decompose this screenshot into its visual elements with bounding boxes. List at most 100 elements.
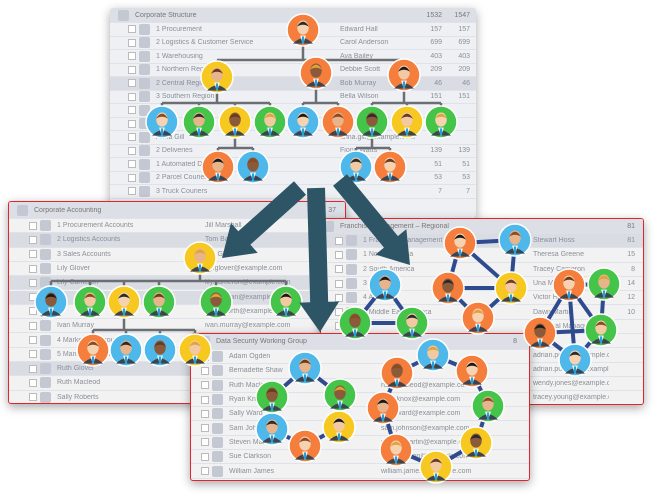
count: 139: [430, 147, 442, 155]
row-checkbox[interactable]: [29, 378, 37, 387]
row-checkbox[interactable]: [29, 321, 37, 330]
row-checkbox[interactable]: [128, 146, 136, 155]
row-checkbox[interactable]: [29, 350, 37, 359]
row-checkbox[interactable]: [128, 92, 136, 101]
table-row[interactable]: isaac.north@example.com: [9, 305, 345, 320]
row-checkbox[interactable]: [128, 106, 136, 115]
row-detail: ryan.knox@example.com: [381, 396, 461, 404]
row-checkbox[interactable]: [128, 52, 136, 61]
row-checkbox[interactable]: [335, 250, 343, 259]
row-checkbox[interactable]: [335, 322, 343, 331]
row-checkbox[interactable]: [201, 395, 209, 404]
row-checkbox[interactable]: [201, 424, 209, 433]
person-icon: [212, 379, 223, 391]
person-icon: [212, 394, 223, 406]
row-checkbox[interactable]: [128, 25, 136, 34]
person-icon: [40, 391, 51, 403]
row-checkbox[interactable]: [128, 133, 136, 142]
table-row[interactable]: lily.morgan@example.com: [9, 290, 345, 305]
row-checkbox[interactable]: [29, 393, 37, 402]
row-checkbox[interactable]: [128, 187, 136, 196]
row-checkbox[interactable]: [29, 221, 37, 230]
table-row[interactable]: Bernadette Shaw: [191, 364, 529, 379]
table-row[interactable]: Regional Manager: [321, 320, 643, 335]
row-checkbox[interactable]: [29, 293, 37, 302]
row-label: 3 Southern Region: [156, 93, 215, 101]
count: 81: [627, 223, 635, 230]
row-checkbox[interactable]: [29, 336, 37, 345]
row-checkbox[interactable]: [29, 278, 37, 287]
count: 1547: [454, 11, 470, 19]
table-row[interactable]: [110, 104, 476, 118]
row-checkbox[interactable]: [201, 381, 209, 390]
row-checkbox[interactable]: [335, 265, 343, 274]
row-checkbox[interactable]: [201, 352, 209, 361]
row-checkbox[interactable]: [128, 65, 136, 74]
row-checkbox[interactable]: [29, 307, 37, 316]
row-checkbox[interactable]: [201, 467, 209, 476]
table-row[interactable]: Adam Ogden: [191, 350, 529, 365]
row-checkbox[interactable]: [335, 308, 343, 317]
row-checkbox[interactable]: [29, 235, 37, 244]
row-checkbox[interactable]: [128, 38, 136, 47]
row-checkbox[interactable]: [29, 364, 37, 373]
row-detail: Theresa Greene: [533, 251, 584, 259]
row-checkbox[interactable]: [201, 438, 209, 447]
row-checkbox[interactable]: [335, 293, 343, 302]
row-checkbox[interactable]: [201, 366, 209, 375]
row-checkbox[interactable]: [128, 119, 136, 128]
row-checkbox[interactable]: [201, 452, 209, 461]
row-checkbox[interactable]: [201, 409, 209, 418]
row-checkbox[interactable]: [128, 160, 136, 169]
row-detail: sally.ward@example.com: [381, 410, 461, 418]
row-checkbox[interactable]: [335, 236, 343, 245]
row-checkbox[interactable]: [29, 250, 37, 259]
row-detail: Dawn Martin: [533, 308, 573, 316]
count: 10: [627, 308, 635, 316]
table-row[interactable]: Ruth Macleod: [9, 376, 345, 391]
table-row[interactable]: Sally Roberts: [9, 391, 345, 403]
row-checkbox[interactable]: [29, 264, 37, 273]
row-checkbox[interactable]: [128, 79, 136, 88]
row-checkbox[interactable]: [128, 173, 136, 182]
person-icon: [40, 377, 51, 389]
table-row[interactable]: [110, 118, 476, 131]
row-label: Bernadette Shaw: [229, 367, 283, 375]
row-checkbox[interactable]: [335, 279, 343, 288]
